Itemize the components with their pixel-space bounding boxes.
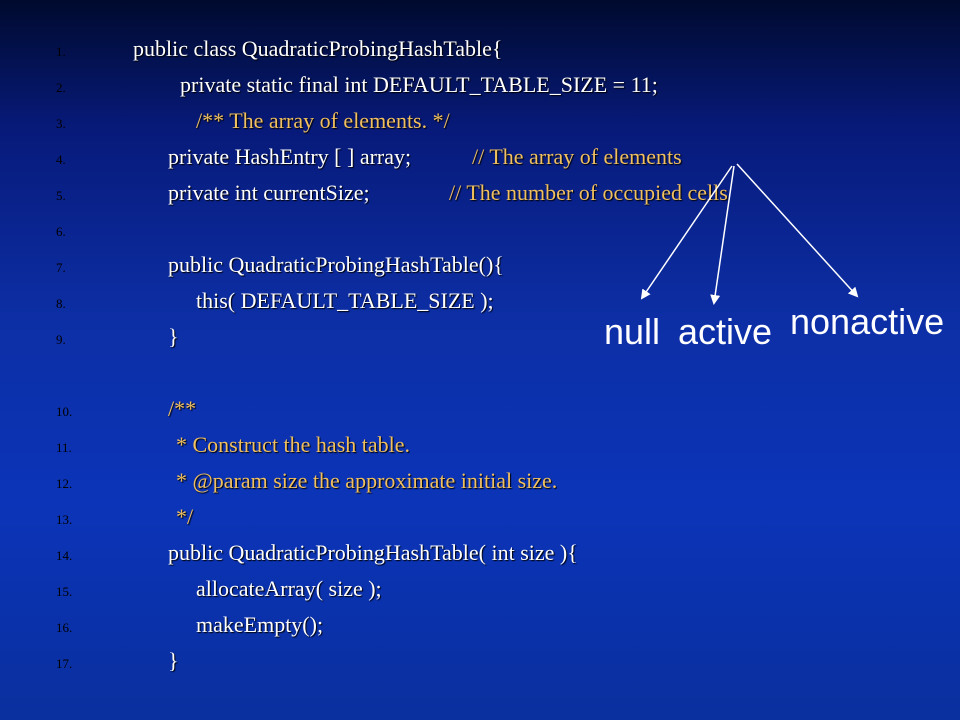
- code-text: }: [168, 648, 179, 673]
- code-line-3: 3. /** The array of elements. */: [0, 108, 960, 144]
- arrow-to-nonactive: [736, 163, 859, 298]
- line-number: 16.: [56, 620, 73, 635]
- code-line-16: 16. makeEmpty();: [0, 612, 960, 648]
- code-comment: * Construct the hash table.: [176, 432, 411, 457]
- code-line-12: 12. * @param size the approximate initia…: [0, 468, 960, 504]
- line-number: 5.: [56, 188, 66, 203]
- code-text: this( DEFAULT_TABLE_SIZE );: [196, 288, 494, 313]
- line-number: 2.: [56, 80, 66, 95]
- line-number: 3.: [56, 116, 66, 131]
- line-number: 13.: [56, 512, 73, 527]
- label-active: active: [678, 311, 773, 352]
- code-line-8: 8. this( DEFAULT_TABLE_SIZE );: [0, 288, 960, 324]
- code-text: makeEmpty();: [196, 612, 324, 637]
- line-number: 4.: [56, 152, 66, 167]
- code-line-1: 1. public class QuadraticProbingHashTabl…: [0, 36, 960, 72]
- code-line-13: 13. */: [0, 504, 960, 540]
- line-number: 1.: [56, 44, 66, 59]
- code-line-10: 10. /**: [0, 396, 960, 432]
- code-text: }: [168, 324, 179, 349]
- line-number: 9.: [56, 332, 66, 347]
- line-number: 11.: [56, 440, 72, 455]
- arrow-to-active: [710, 165, 735, 305]
- arrow-to-null: [640, 165, 733, 300]
- code-line-11: 11. * Construct the hash table.: [0, 432, 960, 468]
- line-number: 15.: [56, 584, 73, 599]
- line-number: 7.: [56, 260, 66, 275]
- code-line-4: 4. private HashEntry [ ] array; // The a…: [0, 144, 960, 180]
- code-text: private HashEntry [ ] array;: [168, 144, 412, 169]
- code-comment: /** The array of elements. */: [196, 108, 450, 133]
- code-line-15: 15. allocateArray( size );: [0, 576, 960, 612]
- code-comment: /**: [168, 396, 197, 421]
- code-line-7: 7. public QuadraticProbingHashTable(){: [0, 252, 960, 288]
- line-number: 10.: [56, 404, 73, 419]
- line-number: 8.: [56, 296, 66, 311]
- code-text: allocateArray( size );: [196, 576, 382, 601]
- line-number: 14.: [56, 548, 73, 563]
- code-text: private static final int DEFAULT_TABLE_S…: [180, 72, 658, 97]
- line-number: 17.: [56, 656, 73, 671]
- code-line-17: 17. }: [0, 648, 960, 684]
- code-text: public QuadraticProbingHashTable(){: [168, 252, 504, 277]
- code-comment: * @param size the approximate initial si…: [176, 468, 558, 493]
- code-comment: // The array of elements: [472, 144, 682, 169]
- line-number: 12.: [56, 476, 73, 491]
- code-line-14: 14. public QuadraticProbingHashTable( in…: [0, 540, 960, 576]
- code-line-5: 5. private int currentSize; // The numbe…: [0, 180, 960, 216]
- code-line-9: 9. }: [0, 324, 960, 360]
- code-text: public QuadraticProbingHashTable( int si…: [168, 540, 578, 565]
- code-line-6: 6.: [0, 216, 960, 252]
- line-number: 6.: [56, 224, 66, 239]
- code-text: public class QuadraticProbingHashTable{: [133, 36, 503, 61]
- code-text: private int currentSize;: [168, 180, 370, 205]
- label-nonactive: nonactive: [790, 301, 945, 342]
- label-null: null: [604, 311, 661, 352]
- code-comment: */: [176, 504, 194, 529]
- code-line-2: 2. private static final int DEFAULT_TABL…: [0, 72, 960, 108]
